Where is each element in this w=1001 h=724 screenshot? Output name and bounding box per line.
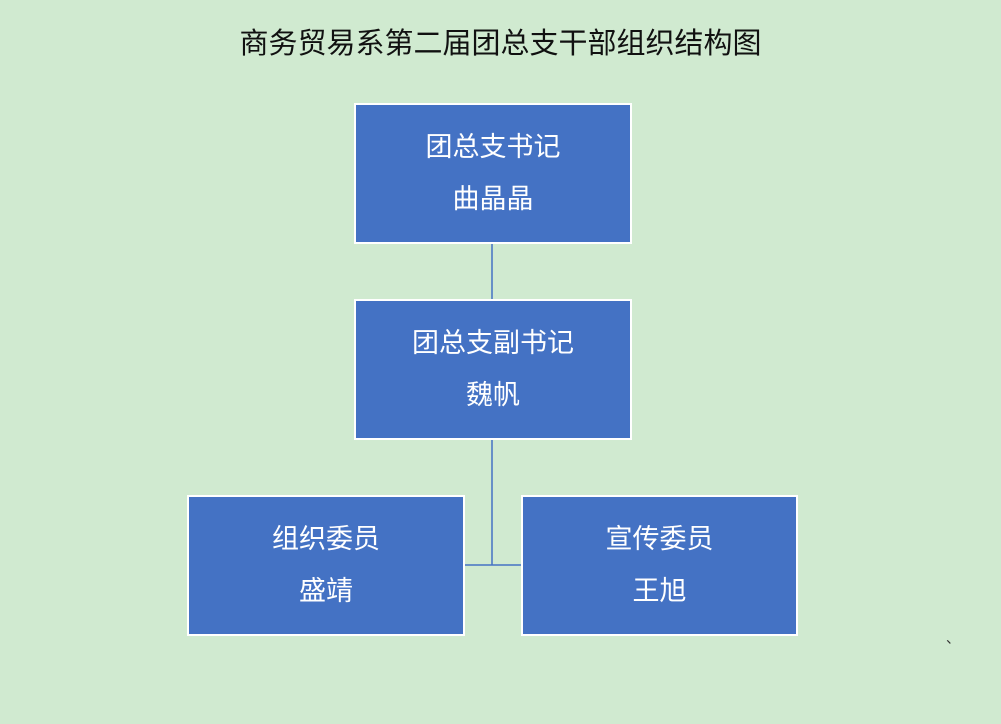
node-role: 团总支书记 — [425, 131, 561, 163]
corner-mark: 、 — [946, 631, 960, 647]
node-role: 宣传委员 — [605, 523, 714, 555]
node-publicity-member: 宣传委员 王旭 — [521, 495, 798, 636]
diagram-title: 商务贸易系第二届团总支干部组织结构图 — [239, 26, 762, 60]
node-name: 盛靖 — [299, 575, 353, 607]
node-deputy-secretary: 团总支副书记 魏帆 — [354, 299, 632, 440]
node-organization-member: 组织委员 盛靖 — [187, 495, 465, 636]
node-role: 组织委员 — [272, 523, 380, 555]
node-role: 团总支副书记 — [412, 327, 574, 359]
node-name: 曲晶晶 — [452, 183, 534, 215]
node-name: 魏帆 — [466, 379, 520, 411]
node-name: 王旭 — [632, 575, 687, 607]
node-secretary: 团总支书记 曲晶晶 — [354, 103, 632, 244]
